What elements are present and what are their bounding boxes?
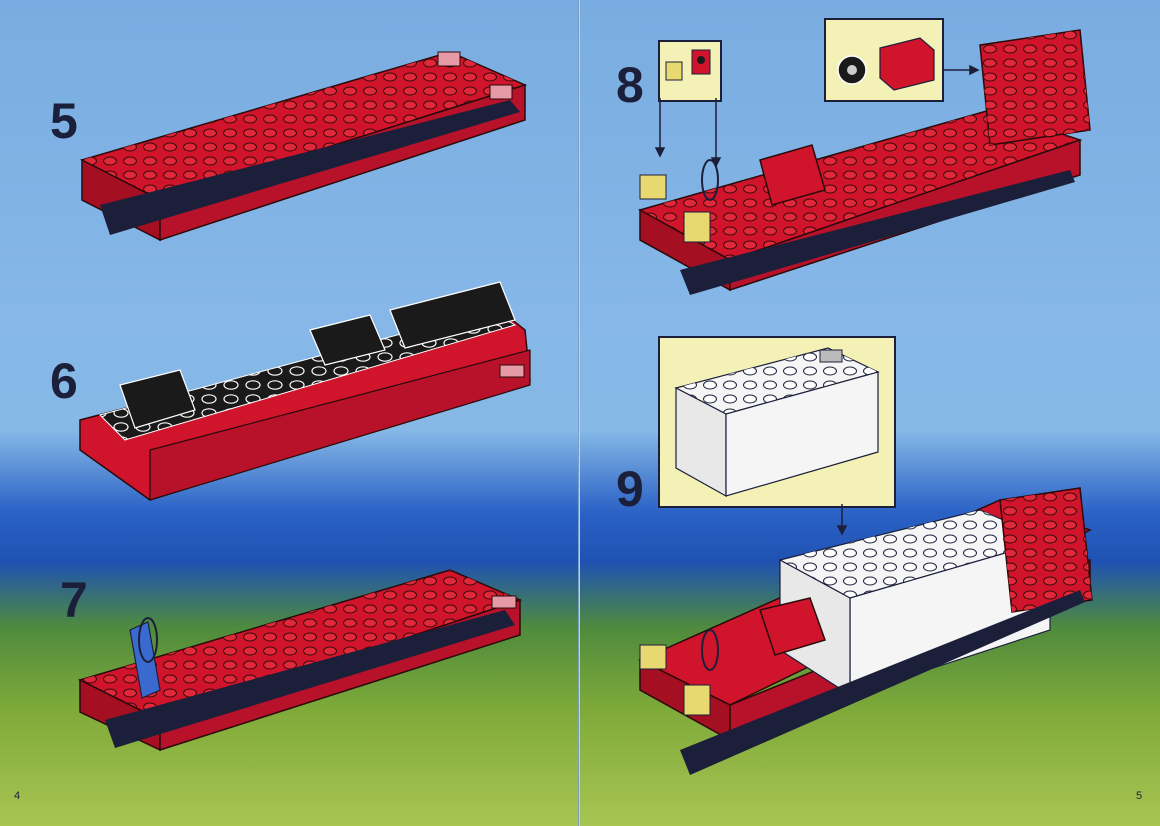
page-number-left: 4 [14, 790, 21, 802]
step-6-chassis [79, 281, 531, 501]
step-5-number: 5 [50, 93, 78, 149]
step-7-number: 7 [60, 572, 88, 628]
step-8-number: 8 [616, 57, 644, 113]
step-7-chassis [77, 569, 523, 752]
step-9-white-brick [674, 347, 880, 498]
step-9-arrow [836, 504, 848, 536]
step-5-chassis [79, 51, 528, 242]
right-page-illustrations [638, 29, 1093, 775]
step-9-number: 9 [616, 461, 644, 517]
right-page: 8 9 5 [580, 0, 1160, 826]
step-8-chassis [638, 29, 1091, 295]
left-page-illustrations [77, 51, 531, 752]
step-8-callout-parts [665, 49, 711, 81]
step-6-number: 6 [50, 353, 78, 409]
step-8-wheel-callout-parts [837, 37, 935, 91]
step-8-parts-callout [658, 40, 722, 102]
left-page: 5 6 7 4 [0, 0, 580, 826]
step-9-truck [638, 487, 1093, 775]
page-number-right: 5 [1136, 790, 1143, 802]
